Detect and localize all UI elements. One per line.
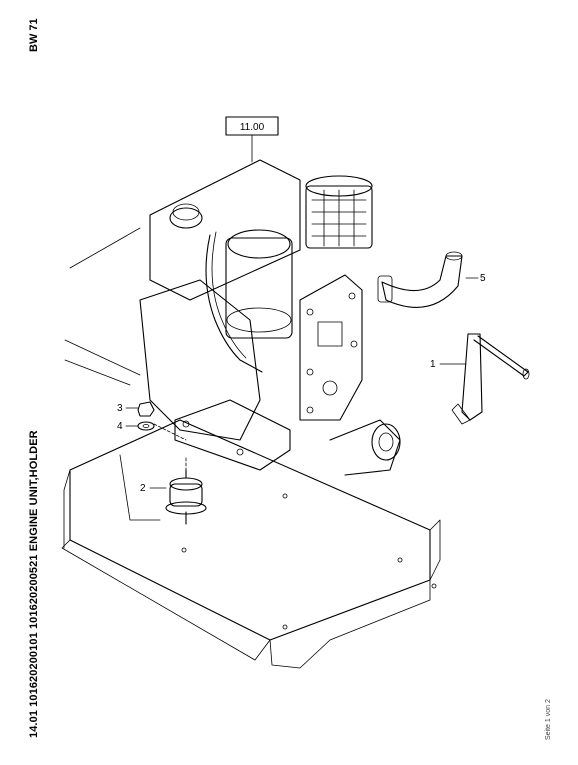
callout-2: 2 (140, 483, 146, 494)
callout-3: 3 (117, 403, 123, 414)
assembly-ref-text: 11.00 (240, 122, 265, 133)
part-5-hose[interactable]: 5 (377, 251, 486, 308)
engine-block (139, 159, 401, 476)
part-3-nut[interactable]: 3 (117, 401, 155, 417)
part-4-washer[interactable]: 4 (117, 421, 187, 441)
part-2-rubber-mount[interactable]: 2 (140, 457, 207, 525)
assembly-ref-box[interactable]: 11.00 (225, 116, 279, 163)
callout-1: 1 (430, 359, 436, 370)
callout-4: 4 (117, 421, 123, 432)
callout-5: 5 (480, 273, 486, 284)
machine-frame (61, 227, 441, 669)
part-1-holder[interactable]: 1 (430, 333, 530, 425)
